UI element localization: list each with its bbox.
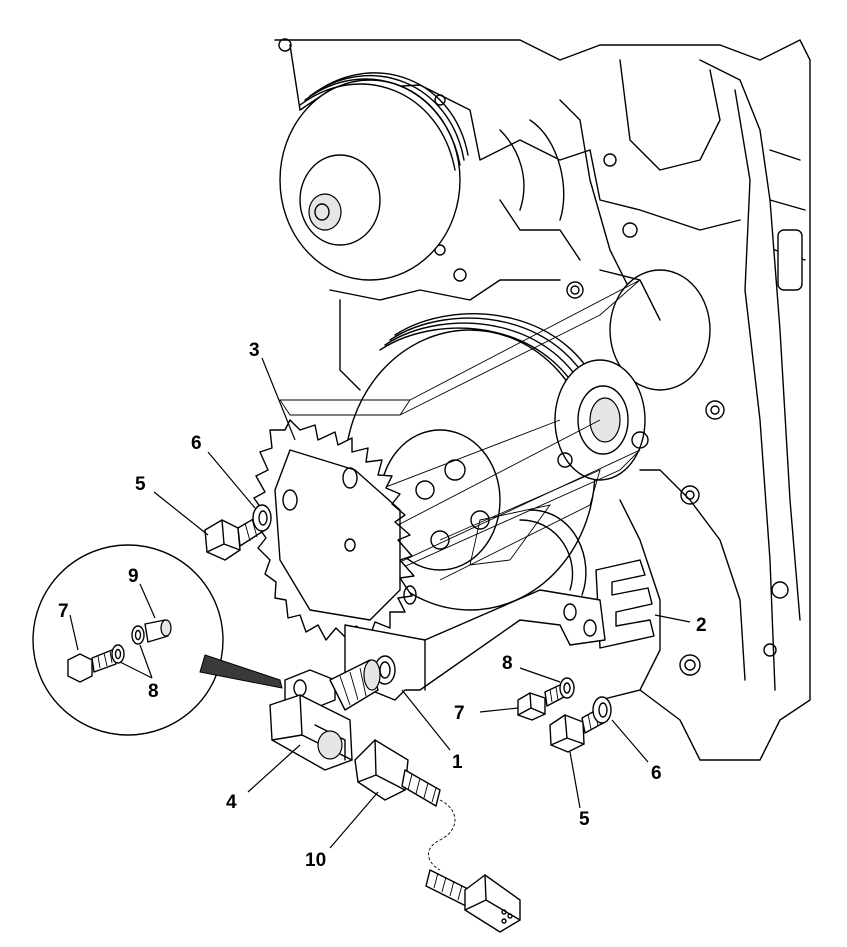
callout-3: 3 <box>249 340 260 361</box>
callout-5-left: 5 <box>135 474 146 495</box>
callout-8-inset: 8 <box>148 681 159 702</box>
leader-lines <box>69 357 691 849</box>
callout-8-right: 8 <box>502 653 513 674</box>
sensor-harness <box>354 739 521 933</box>
housing-boss <box>554 269 711 481</box>
washer-6-right <box>592 696 612 724</box>
engine-block <box>274 38 811 761</box>
washer-upper-left <box>252 504 272 532</box>
callout-7-inset: 7 <box>58 601 69 622</box>
callout-numbers: 1 2 3 4 5 5 6 6 7 7 8 8 9 10 <box>58 340 707 871</box>
callout-10: 10 <box>305 850 326 871</box>
bolt-7-right <box>517 683 567 721</box>
crankshaft-position-sensor <box>269 659 381 771</box>
callout-5-right: 5 <box>579 809 590 830</box>
detail-inset <box>32 544 283 736</box>
callout-4: 4 <box>226 792 237 813</box>
callout-9: 9 <box>128 566 139 587</box>
washer-8-right <box>559 677 575 699</box>
shim-plate <box>595 559 655 649</box>
callout-1: 1 <box>452 752 463 773</box>
callout-6-left: 6 <box>191 433 202 454</box>
tone-wheel <box>253 279 641 641</box>
callout-7-right: 7 <box>454 703 465 724</box>
callout-2: 2 <box>696 615 707 636</box>
callout-6-right: 6 <box>651 763 662 784</box>
water-pump-pulley <box>279 72 469 281</box>
